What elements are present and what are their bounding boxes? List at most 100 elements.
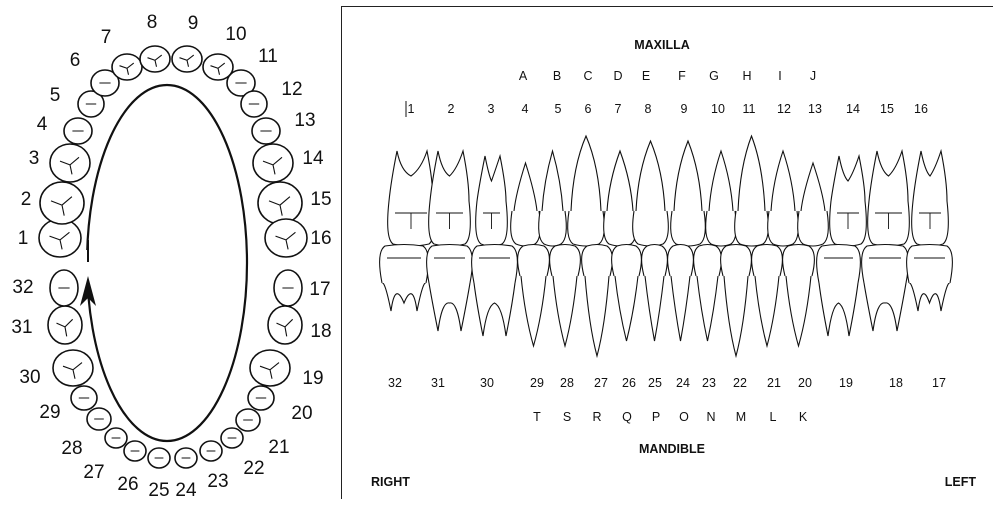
lower-primary-letter: S [563,410,571,424]
arch-tooth-26 [123,440,147,462]
arch-tooth-22 [220,427,244,449]
upper-tooth-2 [428,148,471,247]
arch-number-1: 1 [18,228,29,249]
arch-number-32: 32 [12,277,33,298]
arch-number-26: 26 [117,474,138,495]
arch-tooth-23 [199,440,223,462]
arch-tooth-17 [273,269,303,307]
upper-primary-letter: F [678,69,686,83]
lower-primary-letter: K [799,410,808,424]
arch-tooth-28 [86,407,112,431]
lower-primary-letter: T [533,410,541,424]
lower-tooth-24 [667,243,694,342]
upper-primary-letter: B [553,69,561,83]
upper-tooth-number: 4 [522,102,529,116]
arch-number-22: 22 [243,458,264,479]
lower-tooth-32 [379,243,429,312]
lower-tooth-25 [641,243,668,342]
arch-tooth-13 [251,117,281,145]
upper-primary-letter: A [519,69,528,83]
arch-tooth-16 [264,218,308,258]
arch-tooth-21 [235,408,261,432]
arch-tooth-12 [240,90,268,118]
upper-tooth-4 [510,161,541,247]
arch-number-20: 20 [291,403,312,424]
lower-tooth-29 [517,243,550,349]
upper-tooth-number: 16 [914,102,928,116]
arch-tooth-9 [171,45,203,73]
upper-primary-letter: I [778,69,781,83]
arch-number-6: 6 [70,50,81,71]
arch-number-19: 19 [302,368,323,389]
lower-tooth-number: 24 [676,376,690,390]
lower-tooth-number: 28 [560,376,574,390]
arch-tooth-25 [147,447,171,469]
lower-tooth-31 [426,243,473,332]
arch-tooth-11 [226,69,256,97]
upper-tooth-number: 11 [743,102,756,116]
arch-number-15: 15 [310,189,331,210]
upper-tooth-number: 1 [408,102,415,116]
arch-tooth-15 [257,181,303,225]
arch-number-27: 27 [83,462,104,483]
lower-tooth-number: 30 [480,376,494,390]
arch-tooth-4 [63,117,93,145]
upper-primary-letter: G [709,69,719,83]
upper-tooth-number: 14 [846,102,860,116]
lower-tooth-number: 26 [622,376,636,390]
arch-number-31: 31 [11,317,32,338]
arch-tooth-24 [174,447,198,469]
upper-primary-letter: E [642,69,650,83]
lower-tooth-number: 27 [594,376,608,390]
upper-tooth-number: 8 [645,102,652,116]
lower-primary-letter: Q [622,410,632,424]
lower-tooth-number: 23 [702,376,716,390]
arch-direction-arrow-icon [80,276,96,306]
upper-tooth-number: 12 [777,102,791,116]
arch-tooth-5 [77,90,105,118]
upper-tooth-13 [797,161,829,247]
upper-primary-letter: J [810,69,816,83]
lower-primary-letter: O [679,410,689,424]
arch-number-17: 17 [309,279,330,300]
lower-tooth-number: 22 [733,376,747,390]
upper-tooth-8 [632,139,669,247]
lower-tooth-number: 19 [839,376,853,390]
upper-tooth-number: 2 [448,102,455,116]
arch-tooth-19 [249,349,291,387]
arch-number-8: 8 [147,12,158,33]
lower-tooth-20 [782,243,815,349]
upper-tooth-6 [567,134,605,247]
right-side-label: RIGHT [371,475,410,489]
upper-tooth-15 [867,148,910,247]
lower-tooth-number: 17 [932,376,946,390]
arch-number-24: 24 [175,480,197,501]
arch-number-9: 9 [188,13,199,34]
arch-number-12: 12 [281,79,302,100]
upper-tooth-number: 5 [555,102,562,116]
arch-tooth-30 [52,349,94,387]
upper-primary-letter: D [613,69,622,83]
arch-number-13: 13 [294,110,315,131]
arch-number-7: 7 [101,27,112,48]
arch-tooth-20 [247,385,275,411]
upper-tooth-14 [829,153,867,247]
lower-tooth-23 [693,243,722,342]
upper-tooth-12 [767,149,799,247]
arch-number-28: 28 [61,438,82,459]
lower-tooth-number: 31 [431,376,445,390]
lower-tooth-22 [720,243,752,359]
arch-number-21: 21 [268,437,289,458]
arch-number-14: 14 [302,148,324,169]
upper-tooth-number: 9 [681,102,688,116]
upper-tooth-3 [475,153,508,247]
arch-number-4: 4 [37,114,48,135]
arch-tooth-27 [104,427,128,449]
upper-tooth-number: 15 [880,102,894,116]
lower-tooth-27 [581,243,613,359]
lower-tooth-number: 20 [798,376,812,390]
arch-number-25: 25 [148,480,169,501]
